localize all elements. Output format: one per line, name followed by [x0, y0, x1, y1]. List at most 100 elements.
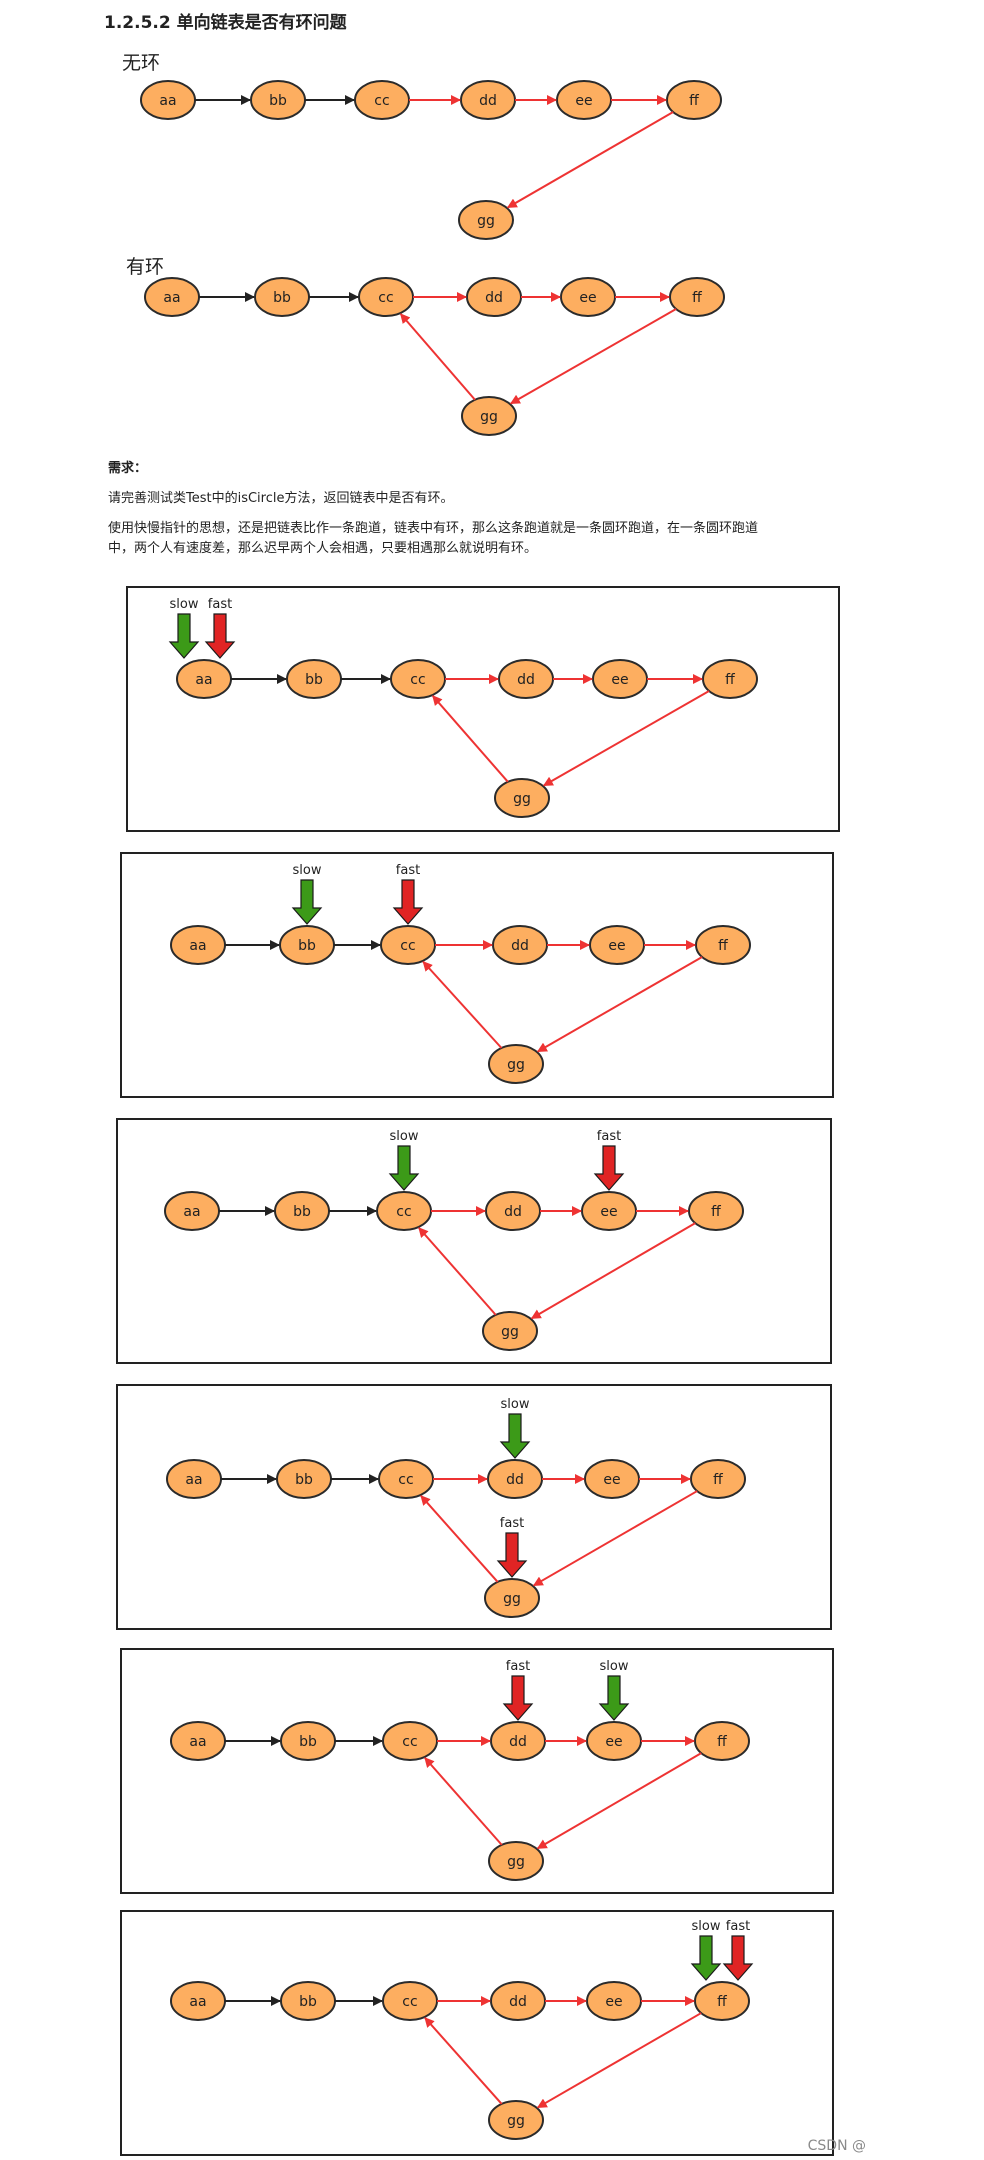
node-label-gg: gg — [507, 1057, 525, 1073]
step-frame-6 — [120, 1910, 834, 2156]
node-label-bb: bb — [269, 93, 287, 109]
node-label-ee: ee — [600, 1204, 617, 1220]
slow-pointer-label: slow — [600, 1659, 629, 1674]
node-label-bb: bb — [299, 1994, 317, 2010]
node-gg — [484, 1578, 540, 1618]
fast-pointer-arrow — [722, 1935, 754, 1981]
fast-pointer-label: fast — [208, 597, 232, 612]
slow-pointer-arrow — [388, 1145, 420, 1191]
step-frame-1 — [126, 586, 840, 832]
node-label-aa: aa — [195, 672, 212, 688]
edge-gg-cc — [422, 961, 503, 1049]
node-label-ee: ee — [608, 938, 625, 954]
fast-pointer-label: fast — [726, 1919, 750, 1934]
node-label-aa: aa — [185, 1472, 202, 1488]
node-label-ee: ee — [579, 290, 596, 306]
node-label-dd: dd — [479, 93, 497, 109]
requirement-text: 请完善测试类Test中的isCircle方法，返回链表中是否有环。 — [108, 491, 454, 506]
node-label-gg: gg — [501, 1324, 519, 1340]
step-frame-5 — [120, 1648, 834, 1894]
node-label-aa: aa — [159, 93, 176, 109]
step-frame-4 — [116, 1384, 832, 1630]
fast-pointer-arrow — [204, 613, 236, 659]
node-label-ff: ff — [718, 938, 728, 954]
fast-pointer-label: fast — [506, 1659, 530, 1674]
node-label-ff: ff — [711, 1204, 721, 1220]
footer-watermark: CSDN @ — [807, 2138, 866, 2154]
node-gg — [488, 1044, 544, 1084]
slow-pointer-arrow — [598, 1675, 630, 1721]
edge-ff-gg — [509, 308, 677, 405]
label-no-cycle: 无环 — [122, 52, 161, 74]
slow-pointer-arrow — [690, 1935, 722, 1981]
slow-pointer-label: slow — [692, 1919, 721, 1934]
node-label-bb: bb — [305, 672, 323, 688]
slow-pointer-arrow — [291, 879, 323, 925]
node-label-dd: dd — [517, 672, 535, 688]
slow-pointer-arrow — [168, 613, 200, 659]
fast-pointer-arrow — [392, 879, 424, 925]
node-ff — [695, 925, 751, 965]
node-label-bb: bb — [273, 290, 291, 306]
edge-gg-cc — [399, 313, 476, 401]
section-heading: 1.2.5.2 单向链表是否有环问题 — [104, 13, 347, 33]
node-label-ff: ff — [725, 672, 735, 688]
node-gg — [482, 1311, 538, 1351]
node-gg — [494, 778, 550, 818]
step-frame-3 — [116, 1118, 832, 1364]
node-ff — [702, 659, 758, 699]
node-label-dd: dd — [504, 1204, 522, 1220]
node-gg — [488, 1841, 544, 1881]
slow-pointer-label: slow — [170, 597, 199, 612]
requirement-title: 需求： — [108, 461, 148, 476]
node-label-dd: dd — [509, 1994, 527, 2010]
node-label-cc: cc — [402, 1734, 417, 1750]
node-label-gg: gg — [503, 1591, 521, 1607]
edge-ff-gg — [536, 2012, 702, 2109]
fast-pointer-label: fast — [396, 863, 420, 878]
slow-pointer-label: slow — [293, 863, 322, 878]
node-label-cc: cc — [374, 93, 389, 109]
fast-pointer-arrow — [502, 1675, 534, 1721]
node-label-bb: bb — [299, 1734, 317, 1750]
node-label-dd: dd — [511, 938, 529, 954]
node-label-aa: aa — [189, 1734, 206, 1750]
node-label-ee: ee — [575, 93, 592, 109]
node-label-dd: dd — [485, 290, 503, 306]
node-label-aa: aa — [183, 1204, 200, 1220]
node-label-ee: ee — [605, 1994, 622, 2010]
fast-pointer-label: fast — [597, 1129, 621, 1144]
node-label-dd: dd — [509, 1734, 527, 1750]
diagram-7: aa bb cc dd ee ff gg slow fast — [170, 1659, 750, 1881]
node-label-ee: ee — [605, 1734, 622, 1750]
node-label-ff: ff — [717, 1734, 727, 1750]
node-label-aa: aa — [163, 290, 180, 306]
node-label-gg: gg — [507, 1854, 525, 1870]
node-ff — [694, 1981, 750, 2021]
node-label-cc: cc — [400, 938, 415, 954]
node-label-cc: cc — [396, 1204, 411, 1220]
node-gg — [488, 2100, 544, 2140]
edge-ff-gg — [536, 1752, 702, 1850]
edge-gg-cc — [424, 2017, 503, 2105]
node-label-cc: cc — [410, 672, 425, 688]
label-cycle: 有环 — [126, 256, 165, 278]
step-frame-2 — [120, 852, 834, 1098]
node-ff — [690, 1459, 746, 1499]
node-label-ff: ff — [689, 93, 699, 109]
node-label-gg: gg — [480, 409, 498, 425]
node-ff — [666, 80, 722, 120]
node-label-bb: bb — [293, 1204, 311, 1220]
fast-pointer-label: fast — [500, 1516, 524, 1531]
node-label-aa: aa — [189, 938, 206, 954]
node-label-gg: gg — [513, 791, 531, 807]
node-ff — [694, 1721, 750, 1761]
idea-text-line1: 使用快慢指针的思想，还是把链表比作一条跑道，链表中有环，那么这条跑道就是一条圆环… — [108, 521, 759, 536]
